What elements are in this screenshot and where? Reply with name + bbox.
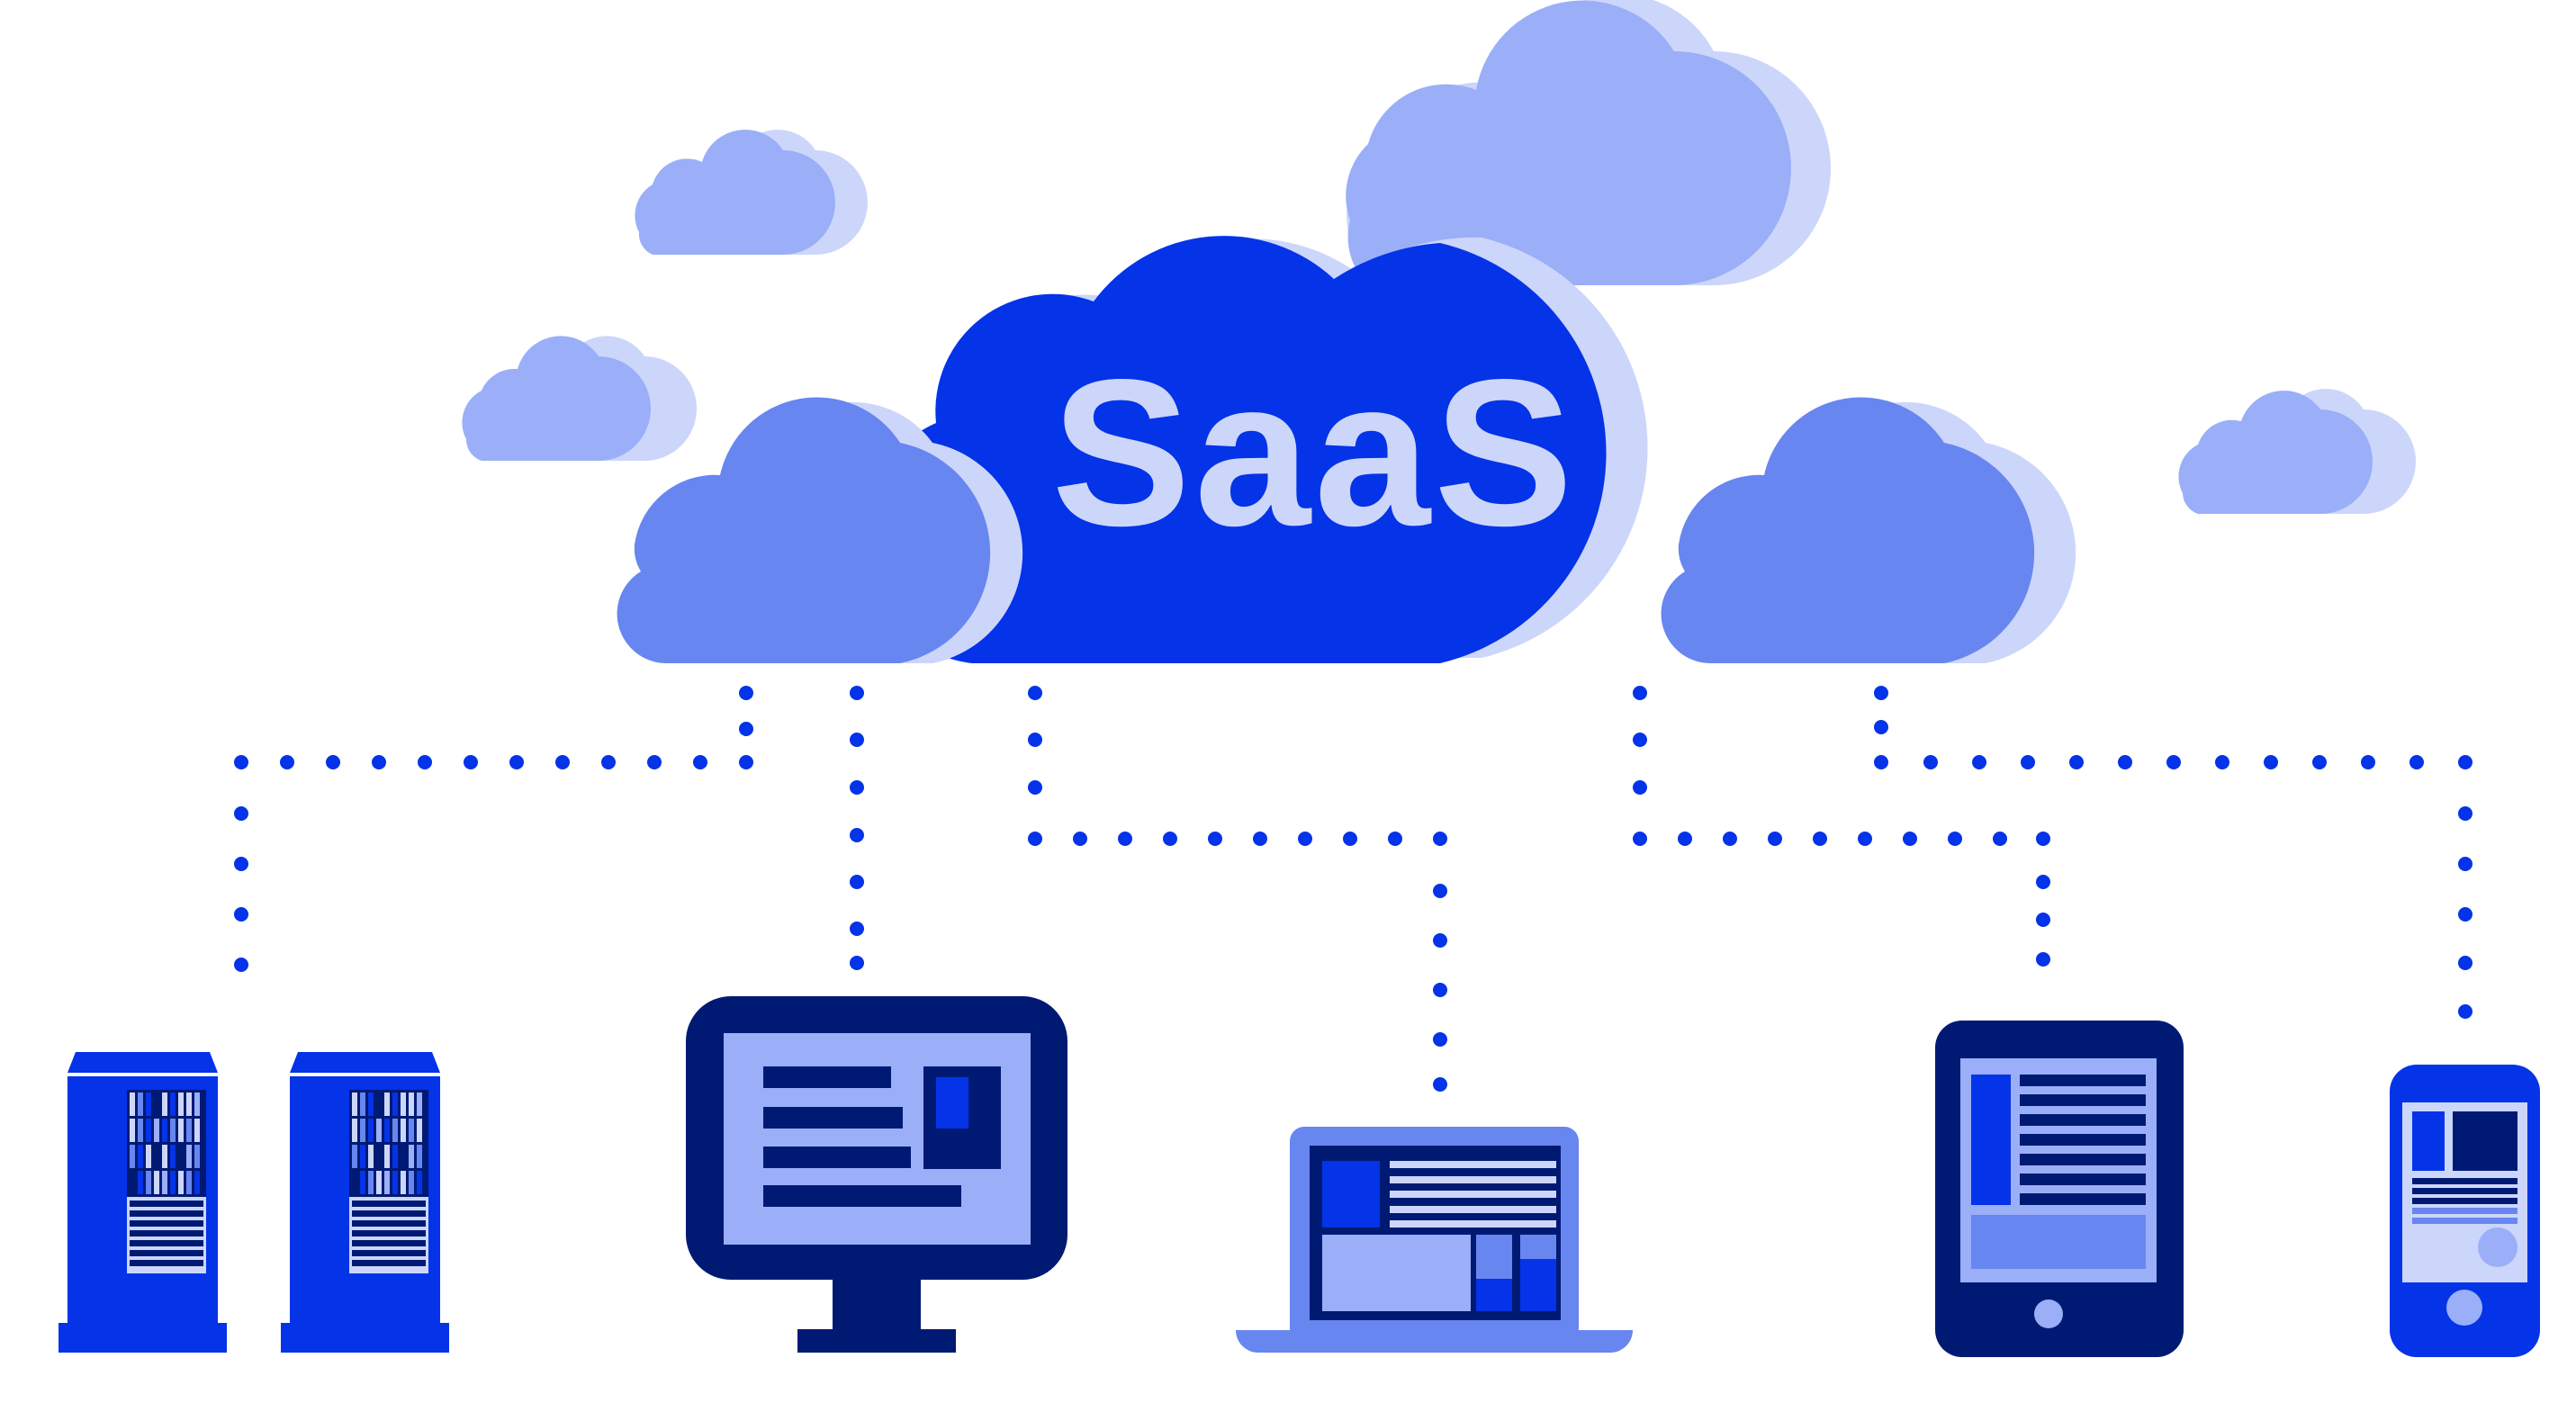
- connector-servers: [234, 686, 753, 972]
- cloud-small-1: [635, 130, 868, 255]
- connector-desktop: [850, 686, 864, 970]
- saas-title: SaaS: [1051, 337, 1577, 570]
- cloud-main: [860, 236, 1648, 663]
- server-1-icon: [59, 1052, 227, 1353]
- server-2-icon: [281, 1052, 449, 1353]
- connector-laptop: [1028, 686, 1447, 1092]
- connector-phone: [1874, 686, 2472, 1019]
- connector-dots: [234, 686, 2472, 1092]
- connector-tablet: [1633, 686, 2050, 967]
- cloud-right: [1661, 397, 2076, 663]
- cloud-small-3: [2178, 389, 2416, 514]
- cloud-small-2: [462, 336, 697, 461]
- cloud-top-right: [1346, 0, 1831, 285]
- desktop-monitor-icon: [686, 996, 1067, 1353]
- smartphone-icon: [2390, 1065, 2540, 1357]
- tablet-icon: [1935, 1021, 2184, 1357]
- laptop-icon: [1236, 1127, 1633, 1353]
- cloud-left: [617, 397, 1023, 663]
